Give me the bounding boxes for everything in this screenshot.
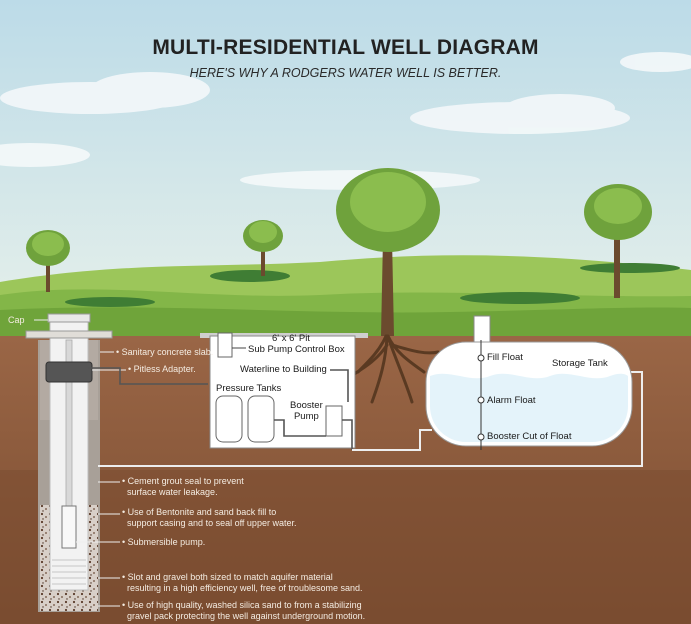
label-bentonite-line1: Use of Bentonite and sand back fill to [127,507,277,517]
label-slot-line1: Slot and gravel both sized to match aqui… [127,572,333,582]
supply-pipe [352,429,432,451]
tree-mid [243,220,283,276]
label-bentonite-line2: support casing and to seal off upper wat… [127,518,297,528]
booster-pump-shape [325,405,343,437]
label-silica-line1: Use of high quality, washed silica sand … [127,600,362,610]
pressure-tank-1 [215,395,243,443]
tree-left [26,230,70,292]
tank-water [430,373,628,442]
tree-right [584,184,652,298]
concrete-slab-shape [25,330,113,339]
label-booster-line2: Pump [293,411,319,422]
control-box-shape [217,332,233,358]
label-pump-text: Submersible pump. [127,537,206,547]
label-storage-tank: Storage Tank [552,358,608,369]
well-cap-shape [47,313,91,323]
label-silica: • Use of high quality, washed silica san… [122,600,366,621]
label-booster-cutoff: Booster Cut of Float [487,431,572,442]
label-booster: Booster Pump [290,400,323,422]
diagram-title: MULTI-RESIDENTIAL WELL DIAGRAM [152,36,539,59]
storage-tank [425,315,633,450]
label-slot: • Slot and gravel both sized to match aq… [122,572,363,593]
front-grass [0,307,691,340]
label-control-box: Sub Pump Control Box [248,344,345,355]
pressure-tank-2 [247,395,275,443]
label-fill-float: Fill Float [487,352,523,363]
label-slab: • Sanitary concrete slab. [116,347,214,357]
label-grout-line2: surface water leakage. [127,487,218,497]
label-grout: • Cement grout seal to prevent surface w… [122,476,244,497]
label-pit: 6' x 6' Pit [272,333,310,344]
label-pitless: • Pitless Adapter. [128,364,196,374]
label-slab-text: Sanitary concrete slab. [121,347,214,357]
label-pressure-tanks: Pressure Tanks [216,383,282,394]
submersible-pump-shape [61,505,77,549]
label-cap: Cap [8,315,25,325]
label-grout-line1: Cement grout seal to prevent [127,476,244,486]
clouds [0,52,691,190]
bushes [65,263,680,307]
return-pipe [98,371,643,467]
label-alarm-float: Alarm Float [487,395,536,406]
label-bentonite: • Use of Bentonite and sand back fill to… [122,507,297,528]
pit [88,332,368,450]
label-pump: • Submersible pump. [122,537,206,547]
label-pitless-text: Pitless Adapter. [133,364,196,374]
label-booster-line1: Booster [290,400,323,411]
well-structure [25,313,113,612]
label-waterline: Waterline to Building [240,364,327,375]
pitless-adapter-shape [45,361,93,383]
big-tree [336,168,440,404]
diagram-subtitle: HERE'S WHY A RODGERS WATER WELL IS BETTE… [189,66,502,80]
label-silica-line2: gravel pack protecting the well against … [127,611,366,621]
label-slot-line2: resulting in a high efficiency well, fre… [127,583,363,593]
